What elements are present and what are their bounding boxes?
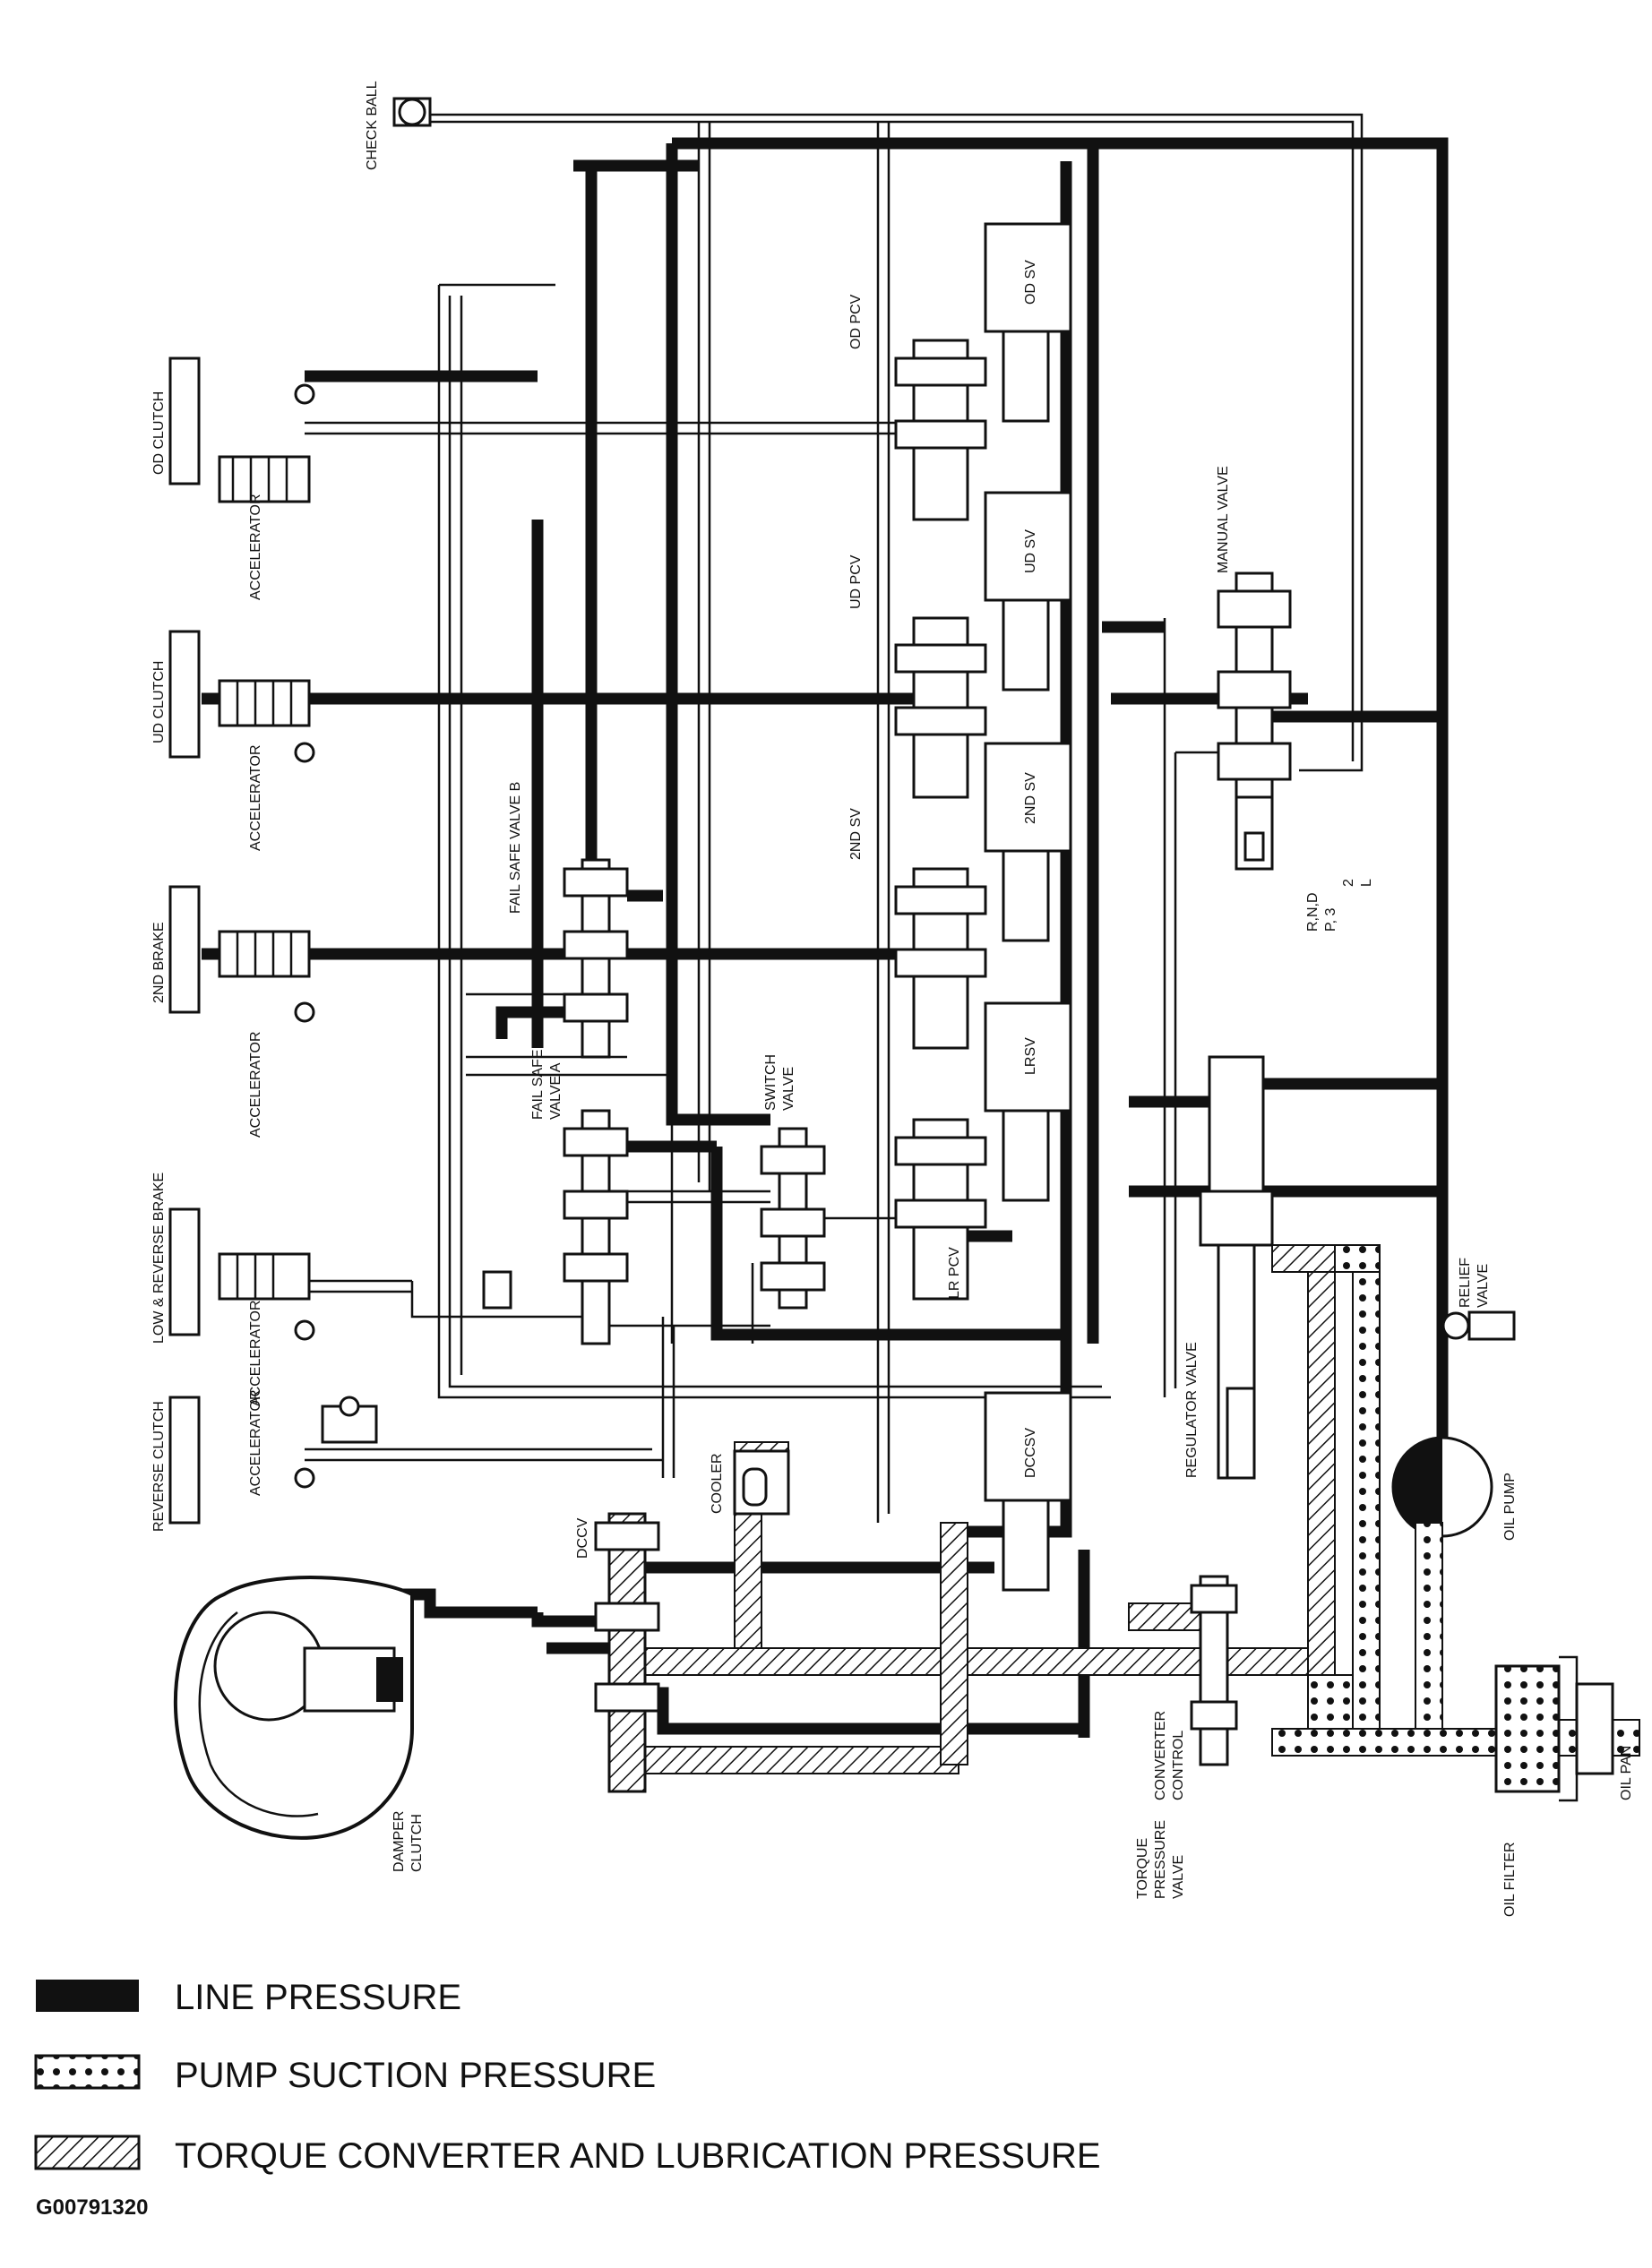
accumulator-2nd	[218, 930, 315, 1023]
second-brake-label: 2ND BRAKE	[151, 922, 167, 1003]
legend-swatch-lubrication	[34, 2135, 141, 2170]
torque-converter	[173, 1576, 414, 1840]
oil-pump-label: OIL PUMP	[1502, 1473, 1518, 1541]
shift-p3-label: P, 3	[1323, 908, 1338, 932]
regulator-valve	[1199, 1055, 1274, 1480]
check-ball: CHECK BALL	[365, 81, 432, 170]
lr-pcv-label: LR PCV	[947, 1247, 962, 1299]
fail-safe-valve-b	[563, 858, 629, 1059]
second-brake	[168, 885, 201, 1014]
relief-valve-label-2: VALVE	[1476, 1264, 1491, 1308]
legend: LINE PRESSURE PUMP SUCTION PRESSURE TORQ…	[34, 1978, 1101, 2176]
second-sv-box-label: 2ND SV	[1023, 772, 1038, 824]
second-sv-label: 2ND SV	[848, 808, 864, 860]
damper-clutch-label-1: DAMPER	[391, 1811, 407, 1872]
accelerator-label-1: ACCELERATOR	[248, 494, 263, 600]
oil-filter-label: OIL FILTER	[1502, 1842, 1518, 1917]
fail-safe-valve-a-label-1: FAIL SAFE	[530, 1049, 546, 1120]
accumulator-ud	[218, 679, 315, 763]
fail-safe-valve-a-label-2: VALVE A	[548, 1062, 564, 1120]
accumulator-lr	[218, 1252, 315, 1341]
switch-valve	[760, 1127, 826, 1310]
lrsv-box	[984, 1001, 1072, 1113]
converter-control-label-1: CONVERTER	[1153, 1711, 1168, 1800]
manual-valve-label: MANUAL VALVE	[1216, 466, 1231, 573]
torque-pressure-label-1: TORQUE	[1135, 1838, 1150, 1899]
ud-clutch-label: UD CLUTCH	[151, 661, 167, 743]
dccv-label: DCCV	[575, 1517, 590, 1559]
accumulator-od	[218, 383, 315, 503]
fail-safe-valve-a	[482, 1109, 629, 1345]
legend-swatch-line-pressure	[36, 1980, 139, 2012]
ud-sv-label: UD SV	[1023, 529, 1038, 573]
reverse-clutch-label: REVERSE CLUTCH	[151, 1401, 167, 1532]
reverse-clutch	[168, 1396, 201, 1525]
low-reverse-brake-label: LOW & REVERSE BRAKE	[151, 1173, 167, 1344]
damper-clutch-label-2: CLUTCH	[409, 1814, 425, 1872]
oil-filter	[1494, 1664, 1561, 1793]
accumulators	[218, 383, 378, 1489]
dccsv-box	[984, 1391, 1072, 1502]
solenoid-valves	[894, 222, 1072, 1592]
legend-label-line-pressure: LINE PRESSURE	[175, 1978, 461, 2017]
oil-pan	[1559, 1655, 1614, 1802]
lrsv-label: LRSV	[1023, 1037, 1038, 1075]
dccv-valve	[594, 1512, 660, 1793]
torque-pressure-label-2: PRESSURE	[1153, 1820, 1168, 1899]
shift-rnd-label: R,N,D	[1305, 892, 1321, 932]
oil-pump	[1391, 1436, 1493, 1538]
legend-label-lubrication: TORQUE CONVERTER AND LUBRICATION PRESSUR…	[175, 2136, 1101, 2176]
clutch-packs	[168, 357, 201, 1525]
ud-sv-box	[984, 491, 1072, 602]
shift-l-label: L	[1359, 879, 1374, 887]
accumulator-reverse	[294, 1396, 378, 1489]
figure-id: G00791320	[36, 2195, 148, 2220]
legend-swatch-pump-suction	[34, 2054, 141, 2090]
cooler	[733, 1449, 790, 1516]
switch-valve-label-2: VALVE	[781, 1067, 796, 1111]
od-pcv-label: OD PCV	[848, 294, 864, 349]
thin-passages	[305, 113, 1364, 1523]
torque-pressure-label-3: VALVE	[1171, 1855, 1186, 1899]
accelerator-label-3: ACCELERATOR	[248, 1031, 263, 1138]
fail-safe-valve-b-label: FAIL SAFE VALVE B	[508, 782, 523, 914]
legend-label-pump-suction: PUMP SUCTION PRESSURE	[175, 2056, 656, 2095]
shift-2-label: 2	[1341, 879, 1356, 887]
dccsv-label: DCCSV	[1023, 1428, 1038, 1478]
relief-valve-label-1: RELIEF	[1458, 1258, 1473, 1308]
accelerator-label-4: ACCELERATOR	[248, 1300, 263, 1406]
line-pressure-passages	[202, 137, 1449, 1738]
od-clutch-label: OD CLUTCH	[151, 391, 167, 475]
relief-valve	[1441, 1310, 1516, 1341]
converter-control-valve	[1190, 1575, 1238, 1766]
lubrication-passages	[626, 1244, 1336, 1774]
check-ball-label: CHECK BALL	[365, 81, 380, 170]
regulator-valve-label: REGULATOR VALVE	[1184, 1342, 1200, 1478]
od-clutch	[168, 357, 201, 485]
switch-valve-label-1: SWITCH	[763, 1054, 779, 1111]
converter-control-label-2: CONTROL	[1171, 1731, 1186, 1800]
accelerator-label-5: ACCELERATOR	[248, 1389, 263, 1496]
oil-pan-label: OIL PAN	[1619, 1746, 1634, 1800]
cooler-label: COOLER	[710, 1453, 725, 1514]
od-sv-label: OD SV	[1023, 260, 1038, 305]
accelerator-label-2: ACCELERATOR	[248, 744, 263, 851]
ud-pcv-label: UD PCV	[848, 554, 864, 609]
manual-valve	[1217, 571, 1292, 871]
low-reverse-brake	[168, 1207, 201, 1336]
ud-clutch	[168, 630, 201, 759]
